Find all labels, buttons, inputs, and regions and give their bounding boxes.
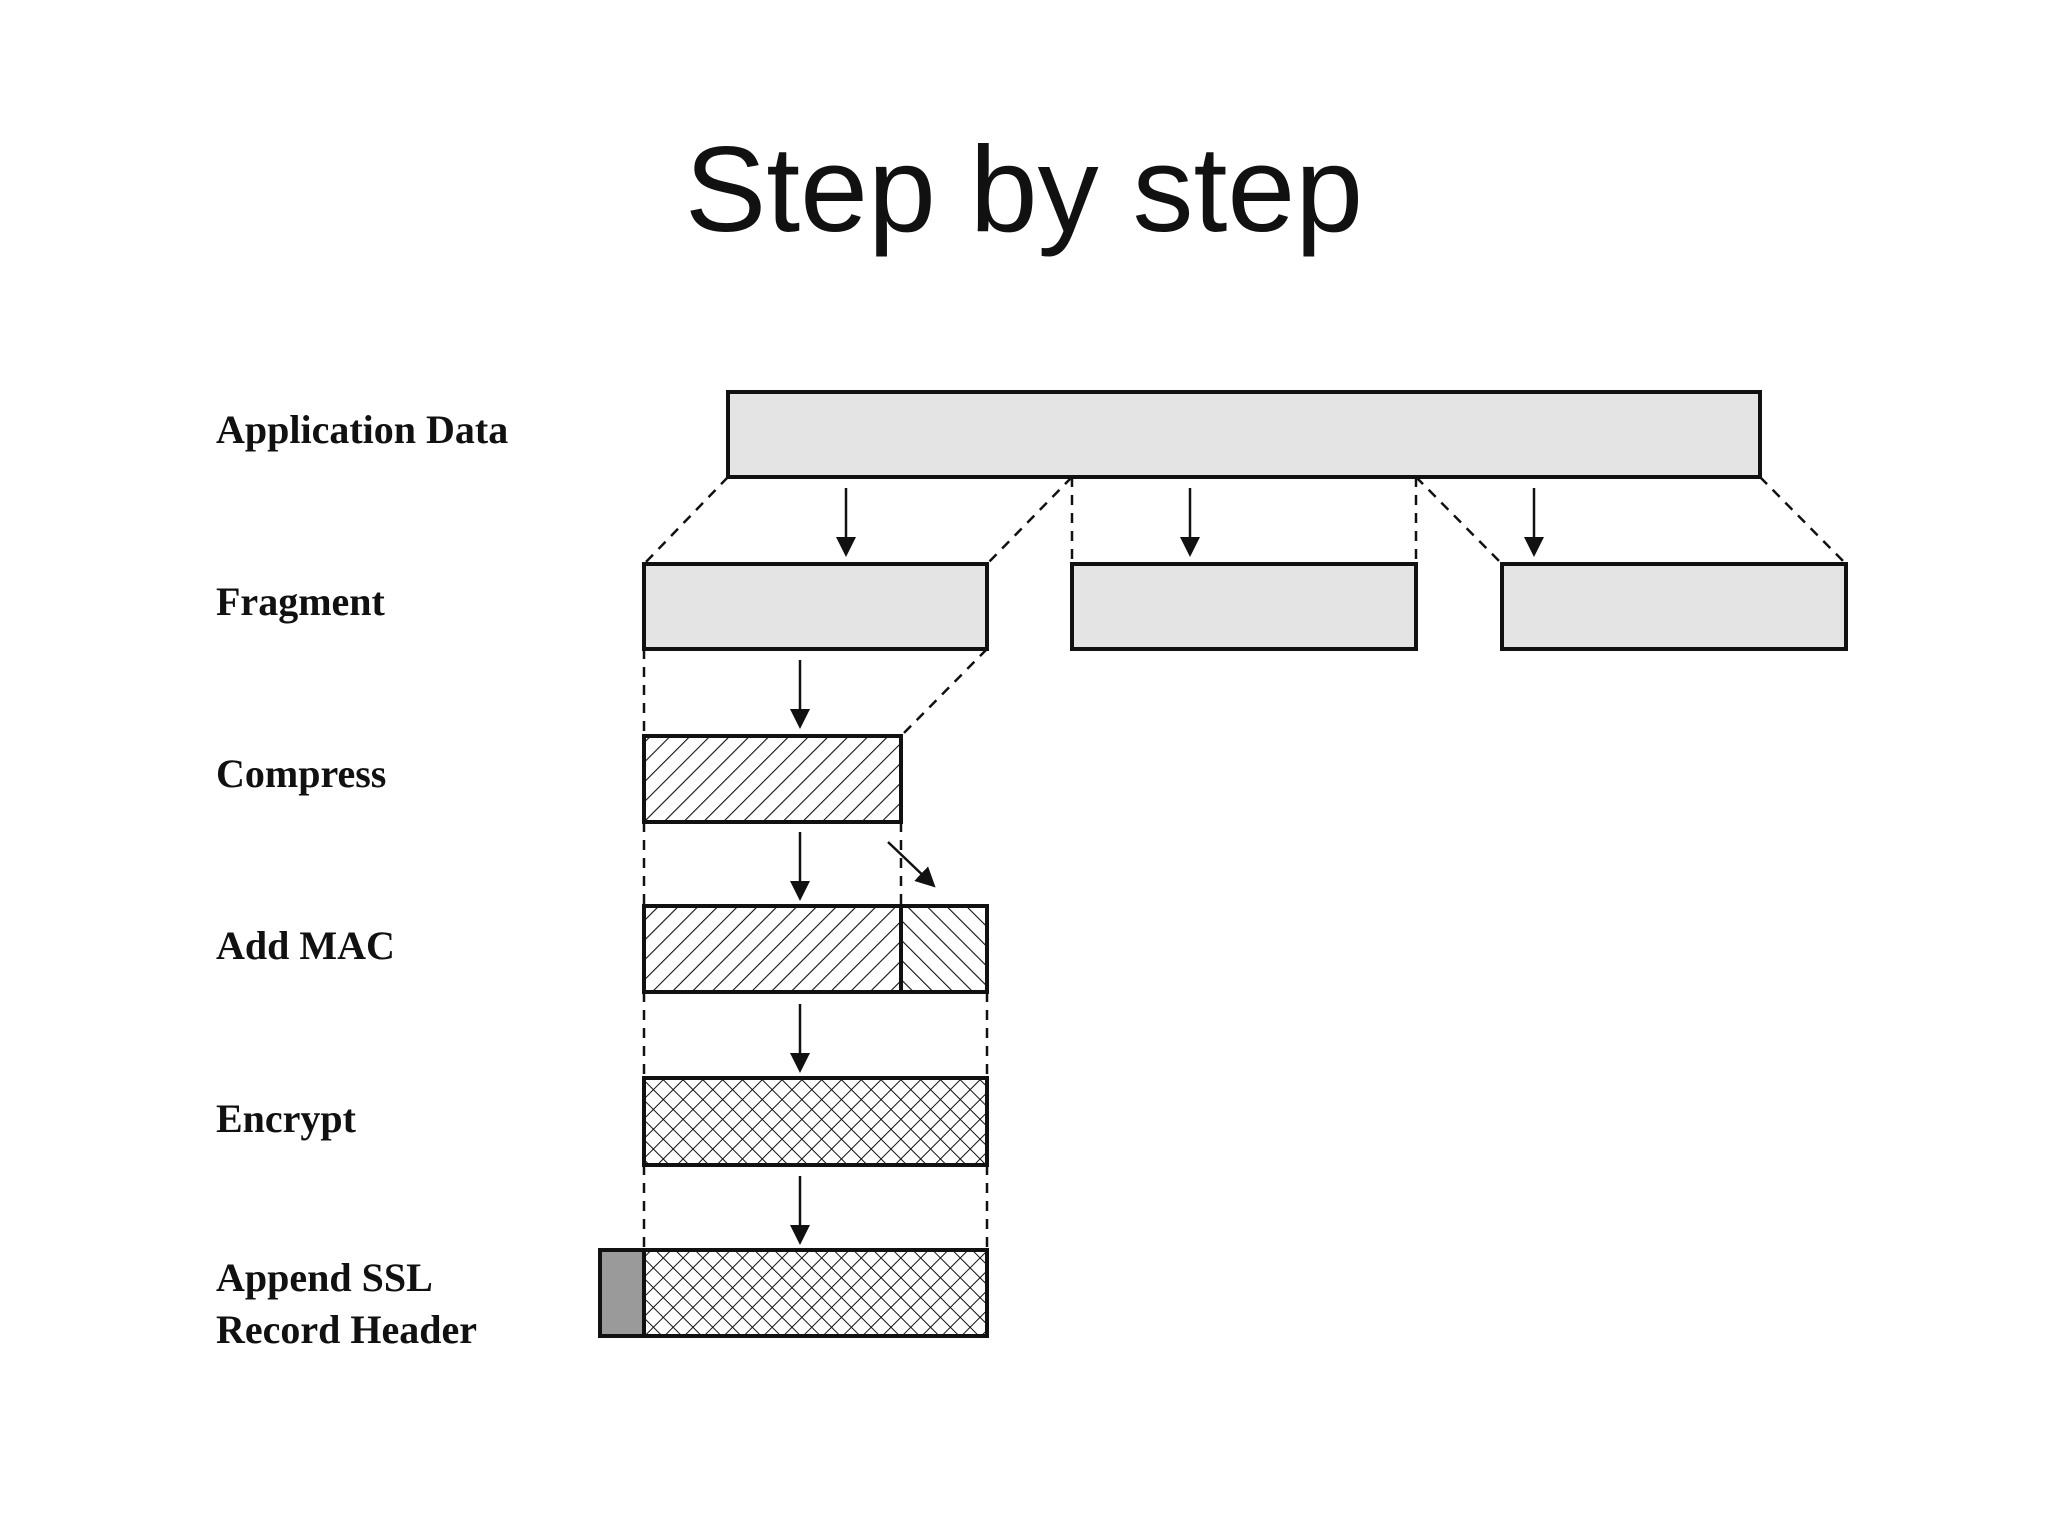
- mac-data-block: [642, 904, 903, 994]
- label-encrypt: Encrypt: [216, 1096, 356, 1141]
- fragment-block-1: [642, 562, 989, 651]
- fragment-block-2: [1070, 562, 1418, 651]
- fragment-arrows: [836, 488, 1544, 557]
- fragment-block-3: [1500, 562, 1848, 651]
- label-add-mac: Add MAC: [216, 923, 395, 968]
- mac-block: [899, 904, 989, 994]
- label-append-ssl-line2: Record Header: [216, 1307, 478, 1352]
- header-projection-lines: [642, 1165, 989, 1250]
- compress-projection-lines: [642, 648, 988, 737]
- mac-projection-lines: [642, 822, 903, 906]
- label-append-ssl-line1: Append SSL: [216, 1255, 433, 1300]
- label-fragment: Fragment: [216, 579, 385, 624]
- ssl-record-payload-block: [642, 1248, 989, 1338]
- label-compress: Compress: [216, 751, 387, 796]
- compressed-block: [642, 734, 903, 824]
- slide-title: Step by step: [684, 121, 1364, 257]
- encrypt-projection-lines: [642, 992, 989, 1078]
- fragment-projection-lines: [643, 476, 1847, 565]
- encrypted-block: [642, 1076, 989, 1167]
- mac-diagonal-arrow: [887, 841, 936, 888]
- label-application-data: Application Data: [216, 407, 509, 452]
- ssl-record-header-block: [598, 1248, 646, 1338]
- application-data-block: [726, 390, 1762, 479]
